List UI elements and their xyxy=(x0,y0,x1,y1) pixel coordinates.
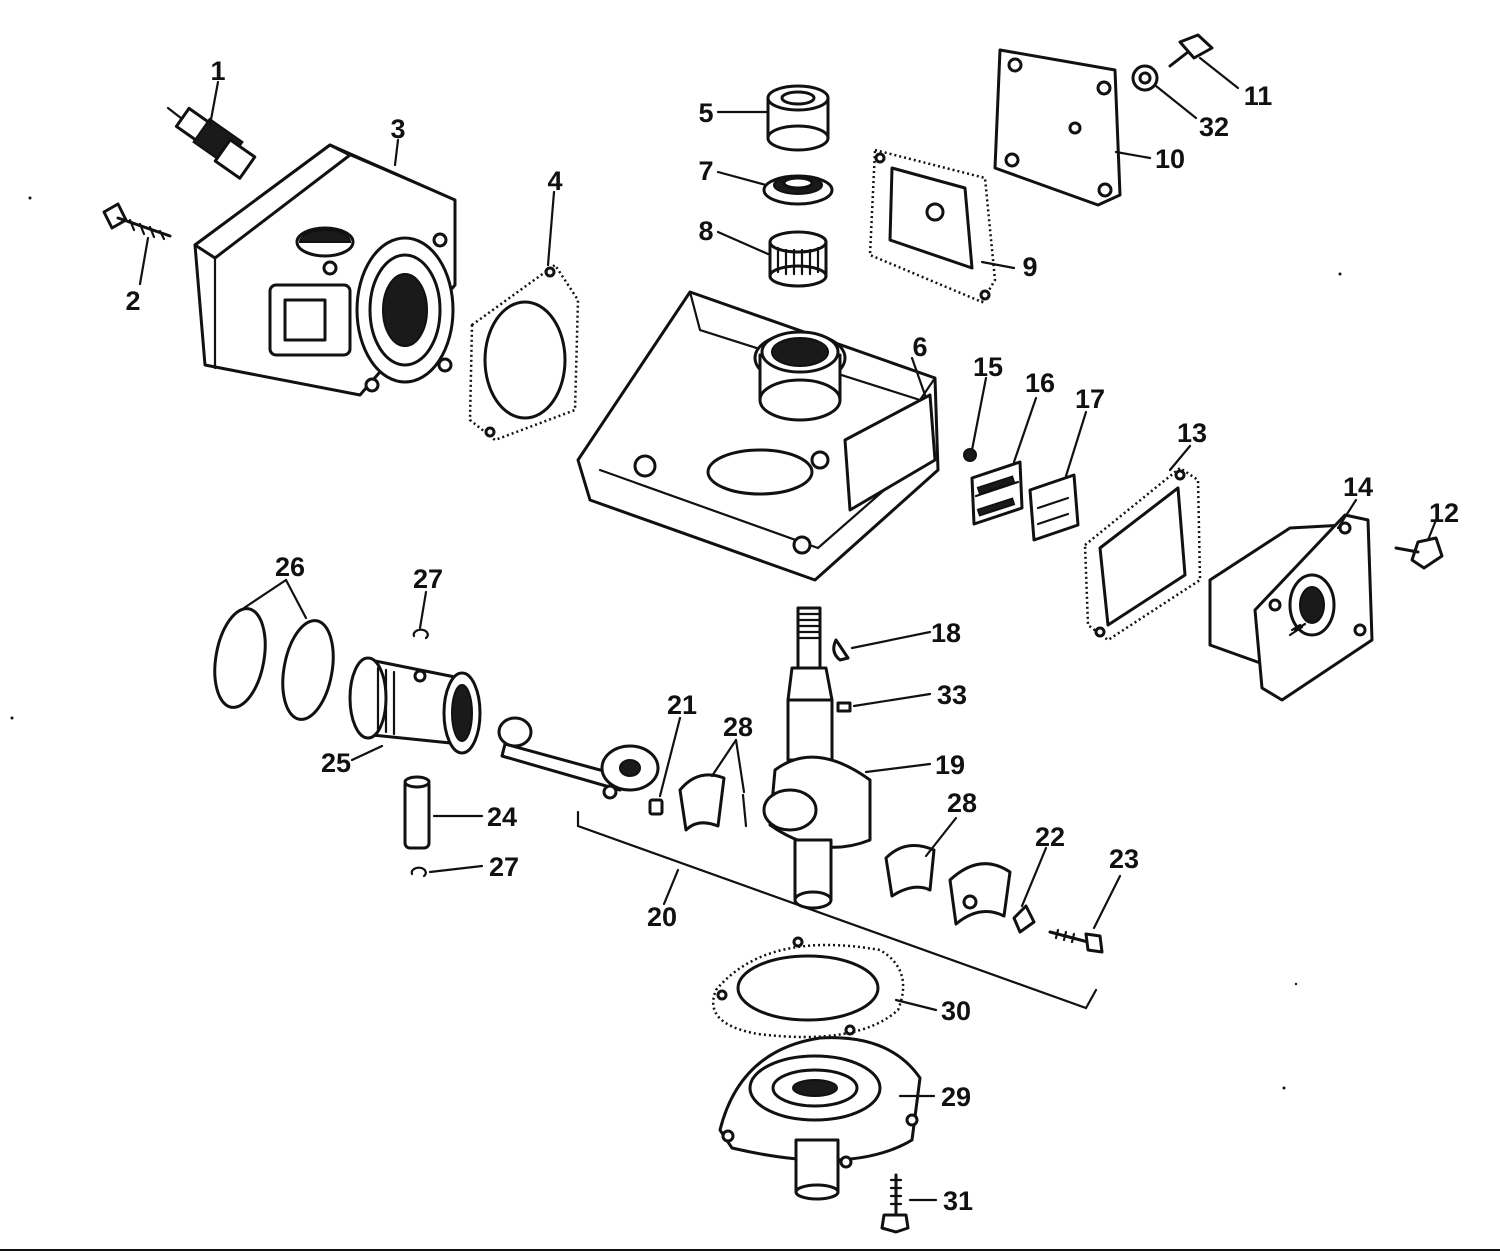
part-reed-gasket xyxy=(1083,466,1202,642)
part-connecting-rod xyxy=(497,716,660,800)
part-seal xyxy=(762,174,834,206)
callout-5: 5 xyxy=(698,98,713,128)
callout-11: 11 xyxy=(1244,81,1273,111)
part-bolt-12 xyxy=(1394,536,1444,570)
callout-26: 26 xyxy=(275,552,305,582)
scan-specks xyxy=(10,196,1342,1090)
callout-24: 24 xyxy=(487,802,517,832)
callout-4: 4 xyxy=(547,166,562,196)
callout-23: 23 xyxy=(1109,844,1139,874)
part-piston-rings xyxy=(213,607,335,721)
callout-22: 22 xyxy=(1035,822,1065,852)
part-washer-32 xyxy=(1131,64,1159,92)
leader-lines xyxy=(138,56,1438,1202)
callout-19: 19 xyxy=(935,750,965,780)
callout-27b: 27 xyxy=(489,852,519,882)
part-spark-plug xyxy=(166,106,257,180)
part-reed-valve xyxy=(970,460,1024,526)
callout-32: 32 xyxy=(1199,112,1229,142)
bracket-20 xyxy=(576,810,1098,1010)
part-bolt-2 xyxy=(102,202,172,241)
part-intake-manifold xyxy=(1208,513,1374,702)
callout-33: 33 xyxy=(937,680,967,710)
part-piston-pin xyxy=(403,775,431,850)
callout-2: 2 xyxy=(125,286,140,316)
part-lock-tab xyxy=(1012,904,1036,934)
part-screw-23 xyxy=(1048,928,1104,954)
part-screw-15 xyxy=(963,448,977,462)
callout-8: 8 xyxy=(698,216,713,246)
callout-29: 29 xyxy=(941,1082,971,1112)
callout-31: 31 xyxy=(943,1186,973,1216)
callout-13: 13 xyxy=(1177,418,1207,448)
callout-1: 1 xyxy=(210,56,225,86)
part-bolt-31 xyxy=(880,1173,910,1234)
callout-25: 25 xyxy=(321,748,351,778)
part-retaining-ring-bottom xyxy=(410,866,427,878)
callout-15: 15 xyxy=(973,352,1003,382)
part-bearing-cage-upper xyxy=(678,773,748,832)
part-piston xyxy=(348,656,482,755)
part-cylinder-block xyxy=(193,143,457,397)
callout-18: 18 xyxy=(931,618,961,648)
part-crankshaft xyxy=(762,606,872,910)
part-woodruff-key xyxy=(832,638,850,662)
callout-7: 7 xyxy=(698,156,713,186)
part-needle-21 xyxy=(648,798,664,816)
callout-numbers: 1 2 3 4 5 6 7 8 9 10 11 12 13 14 15 16 1… xyxy=(125,56,1459,1216)
callout-28a: 28 xyxy=(723,712,753,742)
part-crankcase xyxy=(576,290,940,582)
callout-9: 9 xyxy=(1022,252,1037,282)
part-pin-33 xyxy=(836,701,852,713)
callout-21: 21 xyxy=(667,690,697,720)
callout-3: 3 xyxy=(390,114,405,144)
callout-12: 12 xyxy=(1429,498,1459,528)
part-cover-gasket xyxy=(868,148,997,304)
part-screw-11 xyxy=(1168,33,1214,68)
callout-14: 14 xyxy=(1343,472,1373,502)
part-bearing-half-lower xyxy=(884,844,1012,926)
part-cover-plate xyxy=(993,48,1122,207)
callout-6: 6 xyxy=(912,332,927,362)
callout-27a: 27 xyxy=(413,564,443,594)
callout-30: 30 xyxy=(941,996,971,1026)
part-cylinder-gasket xyxy=(468,263,580,442)
part-needle-bearing xyxy=(768,230,828,288)
callout-17: 17 xyxy=(1075,384,1105,414)
part-retaining-ring-top xyxy=(412,628,429,640)
part-lower-housing xyxy=(718,1036,922,1201)
callout-20: 20 xyxy=(647,902,677,932)
part-reed-stop xyxy=(1028,473,1080,542)
callout-10: 10 xyxy=(1155,144,1185,174)
part-sleeve xyxy=(766,84,830,152)
part-housing-gasket xyxy=(711,936,905,1039)
callout-28b: 28 xyxy=(947,788,977,818)
callout-16: 16 xyxy=(1025,368,1055,398)
